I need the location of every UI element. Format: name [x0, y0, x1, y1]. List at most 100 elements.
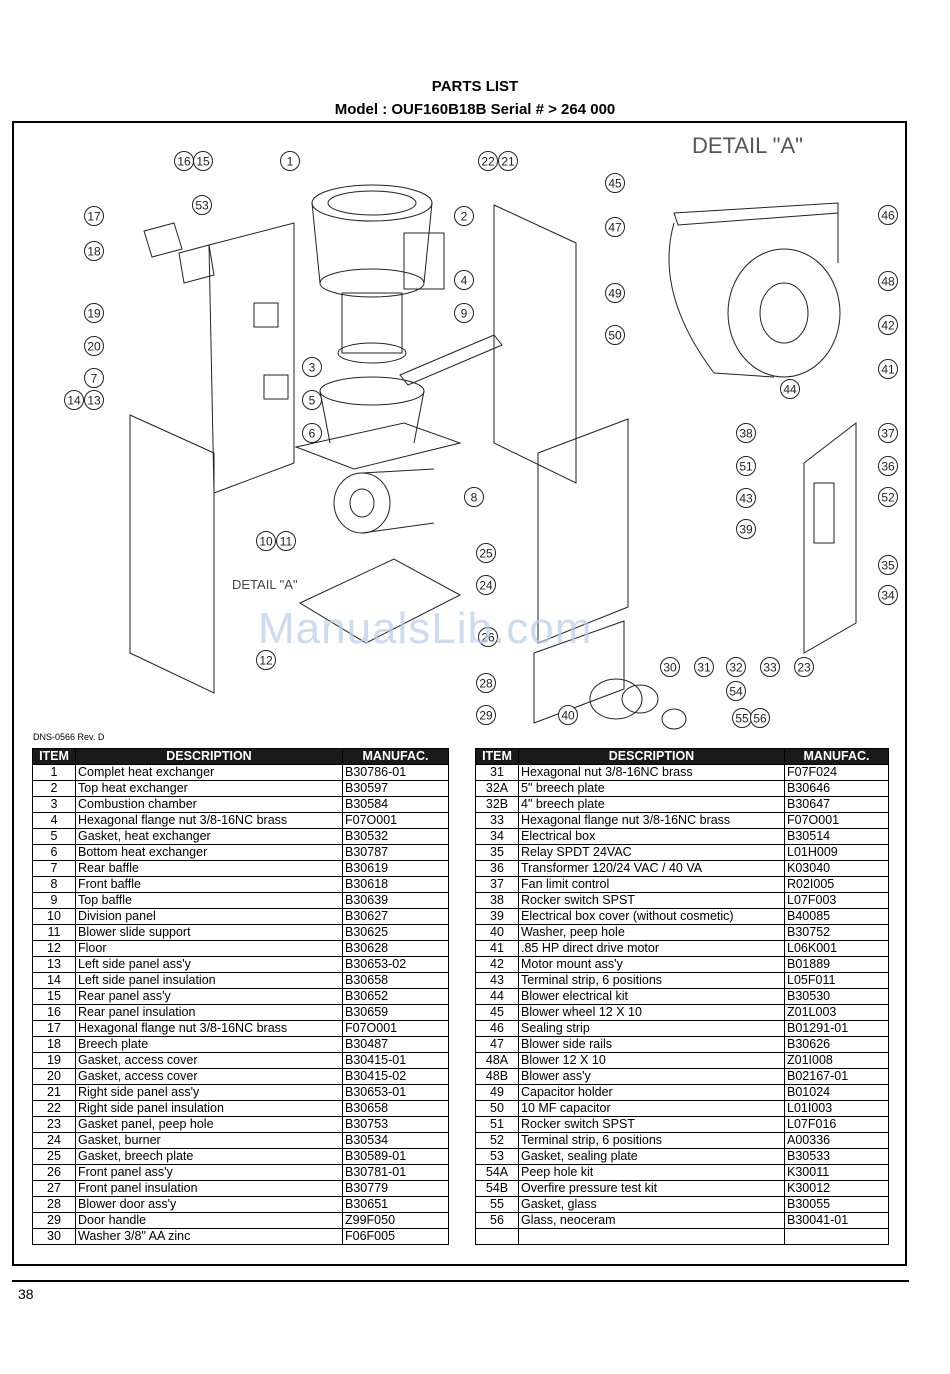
callout-label: 44: [783, 383, 797, 397]
callout-circle: [694, 657, 714, 677]
callout-51: 51: [736, 456, 756, 476]
callout-label: 49: [608, 287, 622, 301]
description-cell: Capacitor holder: [518, 1084, 785, 1101]
callout-44: 44: [780, 379, 800, 399]
description-cell: Motor mount ass'y: [518, 956, 785, 973]
callout-circle: [726, 681, 746, 701]
item-cell: 24: [32, 1132, 76, 1149]
description-cell: Top heat exchanger: [75, 780, 343, 797]
manufac-header: MANUFAC.: [784, 748, 889, 765]
item-cell: 38: [475, 892, 519, 909]
manufac-cell: Z01I008: [784, 1052, 889, 1069]
callout-39: 39: [736, 519, 756, 539]
manufac-cell: B30415-02: [342, 1068, 449, 1085]
item-cell: 36: [475, 860, 519, 877]
item-cell: 54A: [475, 1164, 519, 1181]
callout-label: 2: [461, 210, 468, 224]
item-cell: 23: [32, 1116, 76, 1133]
callout-circle: [878, 359, 898, 379]
callout-label: 17: [87, 210, 101, 224]
callout-label: 37: [881, 427, 895, 441]
callout-circle: [476, 705, 496, 725]
item-cell: 51: [475, 1116, 519, 1133]
callout-34: 34: [878, 585, 898, 605]
callout-label: 34: [881, 589, 895, 603]
callout-46: 46: [878, 205, 898, 225]
callout-label: 29: [479, 709, 493, 723]
item-cell: 30: [32, 1228, 76, 1245]
callout-label: 39: [739, 523, 753, 537]
manufac-cell: Z01L003: [784, 1004, 889, 1021]
callout-circle: [276, 531, 296, 551]
description-cell: Right side panel ass'y: [75, 1084, 343, 1101]
item-cell: 52: [475, 1132, 519, 1149]
description-cell: Hexagonal flange nut 3/8-16NC brass: [75, 812, 343, 829]
callout-circle: [256, 531, 276, 551]
manufac-cell: B30041-01: [784, 1212, 889, 1229]
callout-circle: [736, 488, 756, 508]
description-cell: [518, 1228, 785, 1245]
description-cell: Left side panel insulation: [75, 972, 343, 989]
description-cell: Blower 12 X 10: [518, 1052, 785, 1069]
item-cell: 26: [32, 1164, 76, 1181]
item-cell: 29: [32, 1212, 76, 1229]
callout-circle: [878, 456, 898, 476]
callout-circle: [478, 627, 498, 647]
callout-circle: [605, 173, 625, 193]
detail-a-blower-shape: [673, 202, 839, 226]
item-cell: 40: [475, 924, 519, 941]
manufac-cell: B30779: [342, 1180, 449, 1197]
description-cell: Gasket, sealing plate: [518, 1148, 785, 1165]
item-cell: 14: [32, 972, 76, 989]
description-cell: Gasket, access cover: [75, 1052, 343, 1069]
callout-35: 35: [878, 555, 898, 575]
callout-circle: [454, 303, 474, 323]
manufac-cell: F06F005: [342, 1228, 449, 1245]
manufac-cell: B30597: [342, 780, 449, 797]
callout-43: 43: [736, 488, 756, 508]
description-cell: Fan limit control: [518, 876, 785, 893]
callout-label: 35: [881, 559, 895, 573]
item-cell: 10: [32, 908, 76, 925]
item-cell: 37: [475, 876, 519, 893]
callout-label: 12: [259, 654, 273, 668]
manufac-cell: B30658: [342, 1100, 449, 1117]
page-number: 38: [18, 1286, 34, 1302]
callout-circle: [660, 657, 680, 677]
callout-label: 5: [309, 394, 316, 408]
description-cell: Blower side rails: [518, 1036, 785, 1053]
callout-53: 53: [192, 195, 212, 215]
callout-label: 43: [739, 492, 753, 506]
callout-label: 22: [481, 155, 495, 169]
callout-label: 11: [280, 535, 293, 549]
callout-circle: [84, 241, 104, 261]
description-cell: .85 HP direct drive motor: [518, 940, 785, 957]
manufac-cell: Z99F050: [342, 1212, 449, 1229]
callout-label: 33: [763, 661, 777, 675]
description-cell: Blower slide support: [75, 924, 343, 941]
description-cell: Rocker switch SPST: [518, 892, 785, 909]
description-cell: Top baffle: [75, 892, 343, 909]
callout-circle: [193, 151, 213, 171]
callout-label: 7: [91, 372, 98, 386]
callout-12: 12: [256, 650, 276, 670]
description-cell: Left side panel ass'y: [75, 956, 343, 973]
callout-9: 9: [454, 303, 474, 323]
callout-circle: [478, 151, 498, 171]
description-cell: Hexagonal flange nut 3/8-16NC brass: [75, 1020, 343, 1037]
